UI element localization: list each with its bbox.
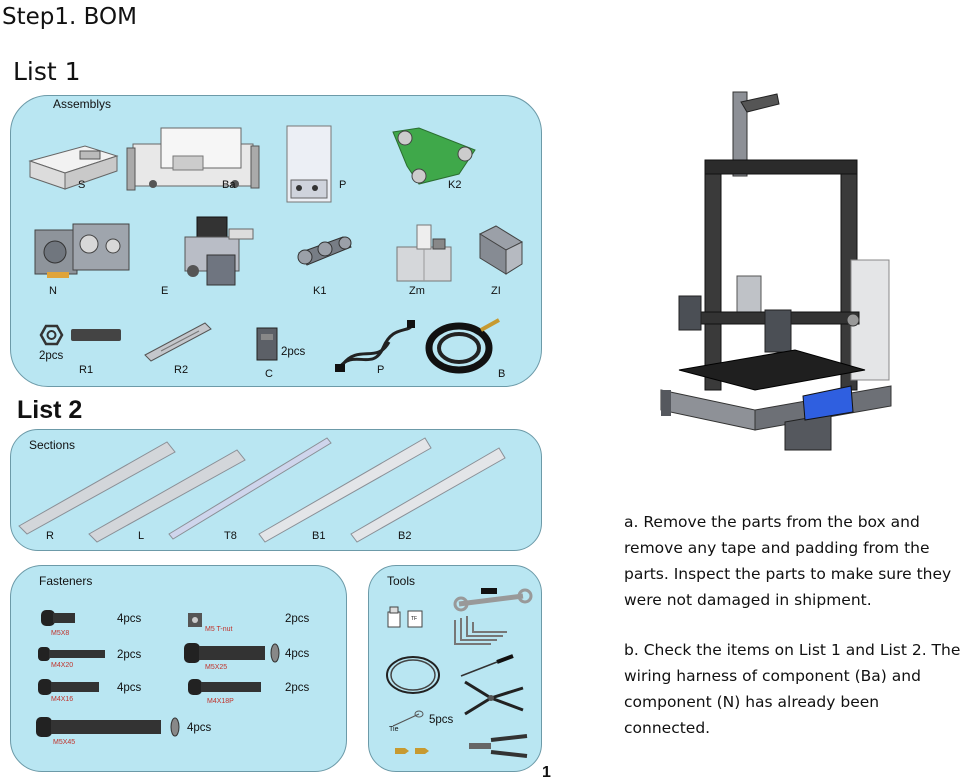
section-label: B2 xyxy=(398,530,412,542)
screw-m4x18p-image xyxy=(188,679,261,695)
part-label: K2 xyxy=(448,179,462,191)
part-label: K1 xyxy=(313,285,327,297)
tools-panel: Tools TF Tie 5pcs xyxy=(368,565,542,772)
filament-coil-icon xyxy=(386,656,440,694)
part-ba-image xyxy=(126,127,260,191)
instruction-a: a. Remove the parts from the box and rem… xyxy=(624,513,952,609)
part-label: N xyxy=(49,285,57,297)
tf-card-icon xyxy=(407,610,423,628)
instruction-b: b. Check the items on List 1 and List 2.… xyxy=(624,641,961,737)
part-zi-image xyxy=(478,225,524,275)
fastener-qty: 4pcs xyxy=(117,682,142,694)
part-label: R2 xyxy=(174,364,189,376)
screw-m5x8-image xyxy=(41,610,75,626)
part-zm-image xyxy=(396,224,452,282)
tf-card-label: TF xyxy=(411,616,418,622)
cable-ties-icon xyxy=(392,710,424,727)
part-label: C xyxy=(265,368,273,380)
section-label: R xyxy=(46,530,54,542)
fastener-code: M4X20 xyxy=(51,662,74,669)
fastener-code: M5X25 xyxy=(205,664,228,671)
assemblys-panel-title: Assemblys xyxy=(53,97,112,111)
part-label: P xyxy=(377,364,385,376)
part-c-image xyxy=(256,327,278,361)
fasteners-panel: Fasteners M5X8 4pcs M4X20 2pcs M4X16 4pc… xyxy=(10,565,347,772)
sections-panel: Sections R L T8 B1 B2 xyxy=(10,429,542,551)
part-label: B xyxy=(498,368,506,380)
part-k2-image xyxy=(392,127,476,185)
screwdriver-icon xyxy=(460,654,514,677)
part-label: ZI xyxy=(491,285,501,297)
part-r1-image xyxy=(39,324,121,346)
screw-m5x25-image xyxy=(184,643,280,663)
part-r2-image xyxy=(144,322,212,362)
fastener-code: M4X18P xyxy=(207,698,234,705)
list2-title: List 2 xyxy=(17,396,83,424)
part-label: Zm xyxy=(409,285,425,297)
fastener-qty: 4pcs xyxy=(187,722,212,734)
assemblys-panel: Assemblys S Ba P K2 xyxy=(10,95,542,387)
tools-panel-title: Tools xyxy=(387,574,416,588)
part-n-image xyxy=(34,223,130,278)
hex-keys-icon xyxy=(454,616,507,645)
fastener-code: M5X45 xyxy=(53,739,76,746)
cable-ties-label: Tie xyxy=(389,726,399,733)
part-label: P xyxy=(339,179,347,191)
sections-panel-title: Sections xyxy=(29,438,76,452)
part-label: Ba xyxy=(222,179,236,191)
section-label: T8 xyxy=(224,530,237,542)
fastener-qty: 2pcs xyxy=(285,613,310,625)
fastener-code: M5 T-nut xyxy=(205,626,233,633)
part-qty: 2pcs xyxy=(281,346,306,358)
part-label: E xyxy=(161,285,169,297)
usb-card-reader-icon xyxy=(387,606,401,628)
part-k1-image xyxy=(297,236,352,266)
screw-m4x16-image xyxy=(38,679,99,695)
pliers-icon xyxy=(464,680,524,716)
screw-m5x45-image xyxy=(36,717,180,737)
part-label: S xyxy=(78,179,86,191)
part-qty: 2pcs xyxy=(39,350,64,362)
nozzle-icon xyxy=(395,748,429,754)
fastener-qty: 2pcs xyxy=(117,649,142,661)
printer-image xyxy=(660,91,892,451)
part-e-image xyxy=(184,216,254,286)
step-title: Step1. BOM xyxy=(2,4,137,30)
fasteners-panel-title: Fasteners xyxy=(39,574,93,588)
part-label: R1 xyxy=(79,364,94,376)
fastener-qty: 4pcs xyxy=(285,648,310,660)
list1-title: List 1 xyxy=(13,57,81,86)
part-b-image xyxy=(425,318,500,374)
section-extrusions-image xyxy=(18,437,506,543)
cutter-icon xyxy=(469,734,528,758)
screw-m4x20-image xyxy=(38,647,105,661)
section-label: B1 xyxy=(312,530,326,542)
page-number: 1 xyxy=(542,764,551,781)
fastener-code: M5X8 xyxy=(51,630,70,637)
fastener-code: M4X16 xyxy=(51,696,74,703)
section-label: L xyxy=(138,530,145,542)
cable-ties-qty: 5pcs xyxy=(429,714,454,726)
fastener-qty: 2pcs xyxy=(285,682,310,694)
part-s-image xyxy=(28,145,119,190)
part-power-cable-image xyxy=(335,320,415,372)
fastener-qty: 4pcs xyxy=(117,613,142,625)
tnut-m5-image xyxy=(188,613,202,627)
wrench-icon xyxy=(453,588,533,612)
part-p-image xyxy=(286,125,332,203)
